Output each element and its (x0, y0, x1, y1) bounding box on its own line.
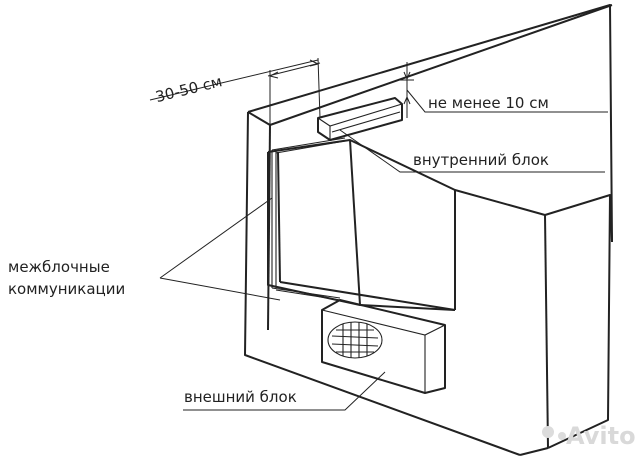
avito-watermark: Avito (542, 422, 636, 450)
leader-lines (159, 129, 605, 411)
piping-label-line1: межблочные (8, 258, 110, 276)
clearance-dimension (398, 62, 608, 118)
indoor-unit (317, 97, 403, 141)
fan-grille-mesh (331, 322, 379, 358)
outdoor-unit (321, 299, 446, 394)
interconnect-piping (271, 137, 346, 301)
piping-label-line2: коммуникации (8, 280, 125, 298)
outdoor-unit-label: внешний блок (184, 388, 297, 406)
distance-label: 30-50 см (154, 72, 224, 106)
wall (244, 4, 613, 456)
distance-dimension (149, 57, 321, 125)
indoor-unit-label: внутренний блок (413, 151, 549, 169)
watermark-dot-icon (542, 426, 554, 438)
watermark-dot-icon (558, 432, 566, 440)
watermark-text: Avito (566, 422, 636, 450)
clearance-label: не менее 10 см (428, 94, 549, 112)
fan-grille-icon (327, 321, 383, 359)
